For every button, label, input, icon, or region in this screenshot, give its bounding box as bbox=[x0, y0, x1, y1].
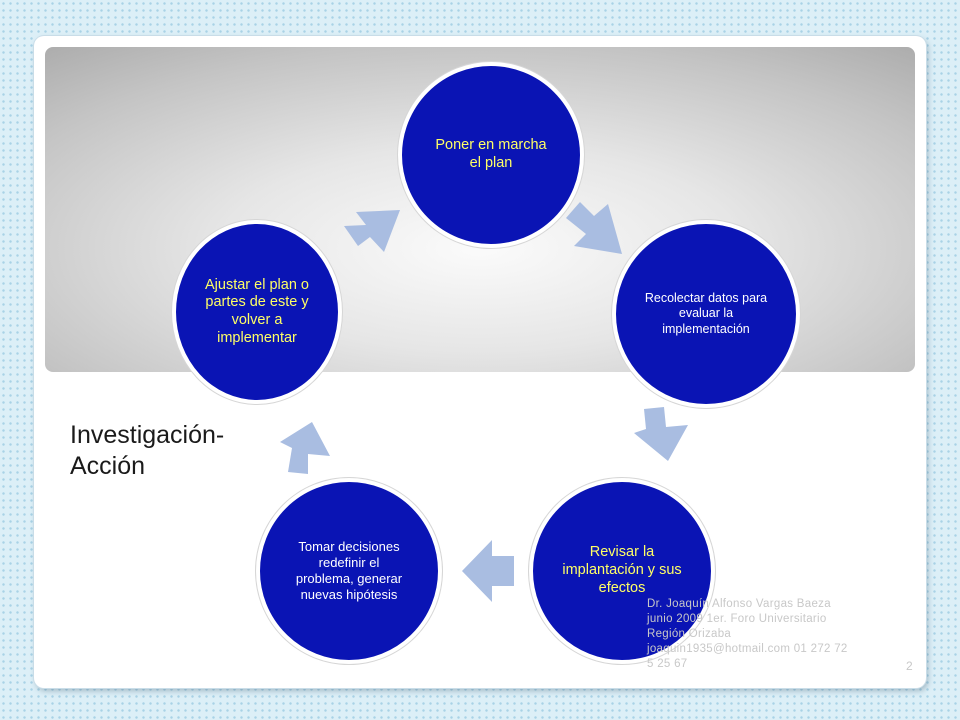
slide-title: Investigación- Acción bbox=[70, 420, 260, 482]
footer-event: junio 2009 1er. Foro Universitario bbox=[647, 613, 827, 625]
arrow-ajustar-to-poner bbox=[344, 210, 400, 252]
node-ajustar-label: Ajustar el plan o partes de este y volve… bbox=[205, 276, 309, 346]
node-revisar-label: Revisar la implantación y sus efectos bbox=[562, 544, 682, 596]
node-recolectar-label: Recolectar datos para evaluar la impleme… bbox=[644, 291, 768, 336]
node-poner-label: Poner en marcha el plan bbox=[435, 137, 547, 171]
node-poner-en-marcha: Poner en marcha el plan bbox=[398, 62, 584, 248]
page-number: 2 bbox=[906, 659, 913, 673]
footer-author: Dr. Joaquín Alfonso Vargas Baeza bbox=[647, 598, 831, 610]
slide-title-line-2: Acción bbox=[70, 452, 146, 480]
node-recolectar-datos: Recolectar datos para evaluar la impleme… bbox=[612, 220, 800, 408]
slide-title-line-1: Investigación- bbox=[70, 421, 225, 449]
arrow-revisar-to-tomar bbox=[462, 540, 514, 602]
footer-contact: joaquin1935@hotmail.com 01 272 72 bbox=[647, 643, 848, 655]
node-revisar-implantacion: Revisar la implantación y sus efectos bbox=[529, 478, 715, 664]
node-tomar-label: Tomar decisiones redefinir el problema, … bbox=[295, 539, 403, 602]
footer-phone: 5 25 67 bbox=[647, 658, 688, 670]
arrow-poner-to-recolectar bbox=[566, 202, 622, 254]
node-ajustar-plan: Ajustar el plan o partes de este y volve… bbox=[172, 220, 342, 404]
arrow-tomar-to-ajustar bbox=[280, 422, 330, 474]
arrow-recolectar-to-revisar bbox=[634, 407, 688, 461]
footer-region: Región Orizaba bbox=[647, 628, 732, 640]
footer: Dr. Joaquín Alfonso Vargas Baeza junio 2… bbox=[647, 597, 887, 672]
node-tomar-decisiones: Tomar decisiones redefinir el problema, … bbox=[256, 478, 442, 664]
